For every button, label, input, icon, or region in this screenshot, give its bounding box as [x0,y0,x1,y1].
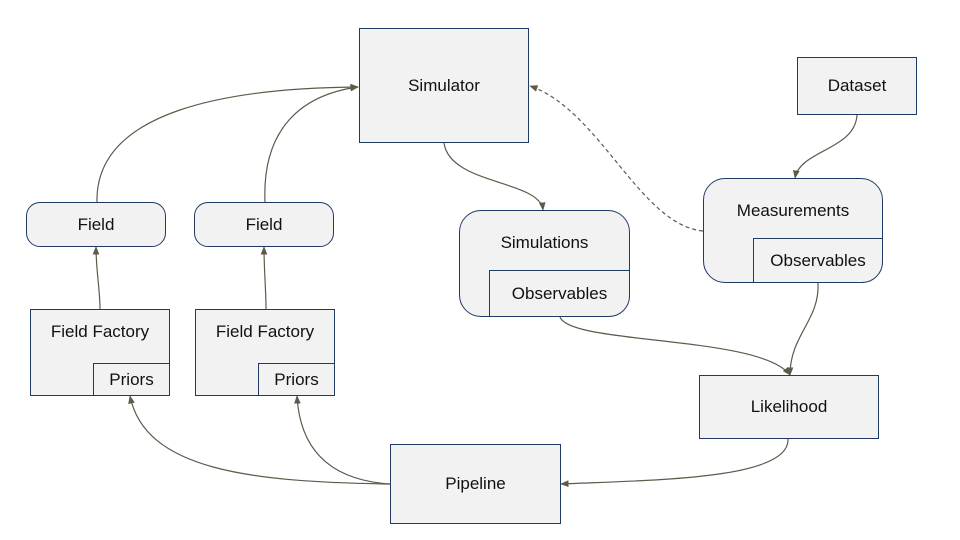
measurements-node[interactable]: Measurements Observables [703,178,883,283]
field-label: Field [245,214,283,234]
field-factory-label: Field Factory [50,322,150,341]
priors-label: Priors [109,369,154,389]
edge-pipeline-to-priors-left [128,395,391,485]
likelihood-node[interactable]: Likelihood [699,375,879,439]
simulations-observables-box[interactable]: Observables [489,270,630,317]
edge-measurements-to-likelihood [786,282,819,376]
likelihood-label: Likelihood [750,397,828,416]
dataset-label: Dataset [827,76,887,95]
priors-box[interactable]: Priors [258,363,335,396]
simulator-label: Simulator [408,75,480,95]
edge-measurements-to-simulator [529,85,704,232]
simulations-node[interactable]: Simulations Observables [459,210,630,317]
simulator-node[interactable]: Simulator [359,28,529,143]
simulations-label: Simulations [500,233,589,252]
priors-box[interactable]: Priors [93,363,170,396]
field-label: Field [77,214,115,234]
field-factory-label: Field Factory [215,322,315,341]
edge-field-left-to-simulator [96,83,359,203]
edge-ffright-to-field [260,246,268,310]
observables-label: Observables [511,283,608,303]
measurements-label: Measurements [736,201,850,220]
edge-simulator-to-simulations [443,142,546,211]
edge-likelihood-to-pipeline [560,438,789,488]
field-factory-node-left[interactable]: Field Factory Priors [30,309,170,396]
pipeline-label: Pipeline [445,474,506,493]
measurements-observables-box[interactable]: Observables [753,238,883,283]
field-node-right[interactable]: Field [194,202,334,247]
pipeline-node[interactable]: Pipeline [390,444,561,524]
dataset-node[interactable]: Dataset [797,57,917,115]
edge-pipeline-to-priors-right [294,395,391,485]
edge-dataset-to-measurements [793,114,858,179]
edge-simulations-to-likelihood [559,316,791,376]
observables-label: Observables [770,250,866,270]
field-node-left[interactable]: Field [26,202,166,247]
edge-ffleft-to-field [92,246,101,310]
field-factory-node-right[interactable]: Field Factory Priors [195,309,335,396]
priors-label: Priors [274,369,319,389]
edge-field-right-to-simulator [264,84,359,203]
